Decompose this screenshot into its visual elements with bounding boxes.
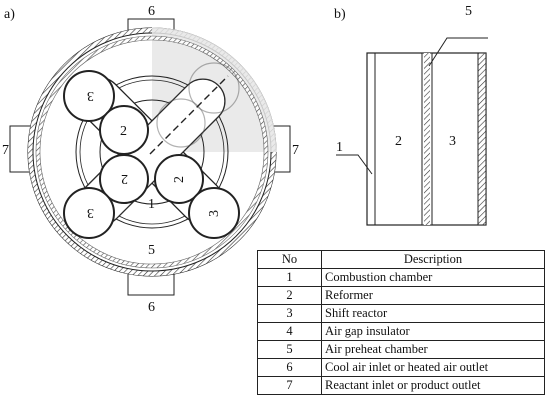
label-b-2: 2	[395, 134, 402, 149]
legend-desc: Reformer	[321, 286, 545, 305]
table-row: 5 Air preheat chamber	[257, 340, 545, 359]
legend-no: 5	[257, 340, 322, 359]
panel-b-label: b)	[334, 7, 346, 22]
table-row: 7 Reactant inlet or product outlet	[257, 376, 545, 395]
label-reformer-nw: 2	[120, 124, 127, 139]
table-row: 6 Cool air inlet or heated air outlet	[257, 358, 545, 377]
combustion-chamber-wall	[99, 99, 205, 205]
shift-reactor-se	[188, 187, 240, 239]
label-shift-nw: 3	[87, 88, 94, 103]
leader-5	[428, 37, 488, 67]
legend-desc: Reactant inlet or product outlet	[321, 376, 545, 395]
panel-a-label: a)	[4, 7, 15, 22]
label-port-bottom: 6	[148, 300, 155, 315]
table-row: 4 Air gap insulator	[257, 322, 545, 341]
section-line	[149, 75, 229, 155]
reformer-se	[154, 154, 204, 204]
reformer-sw	[99, 154, 149, 204]
shift-reactor-sw	[63, 187, 115, 239]
inner-shell-inner	[79, 79, 225, 225]
legend-desc: Cool air inlet or heated air outlet	[321, 358, 545, 377]
legend-desc: Air preheat chamber	[321, 340, 545, 359]
middle-gap-hatch	[424, 53, 430, 225]
legend-no: 1	[257, 268, 322, 287]
legend-desc: Combustion chamber	[321, 268, 545, 287]
table-row: 1 Combustion chamber	[257, 268, 545, 287]
legend-desc: Air gap insulator	[321, 322, 545, 341]
label-port-top: 6	[148, 4, 155, 19]
label-preheat: 5	[148, 243, 155, 258]
legend-table: No Description 1 Combustion chamber 2 Re…	[257, 250, 545, 395]
legend-no: 6	[257, 358, 322, 377]
reformer-ne-ghost	[156, 98, 206, 148]
label-port-left: 7	[2, 143, 9, 158]
label-combustion: 1	[148, 197, 155, 212]
legend-no: 7	[257, 376, 322, 395]
legend-header-no: No	[257, 250, 322, 269]
label-b-5: 5	[465, 4, 472, 19]
air-gap-insulator	[35, 35, 269, 269]
leader-1	[336, 154, 373, 175]
legend-no: 2	[257, 286, 322, 305]
label-shift-se: 3	[207, 210, 222, 217]
label-port-right: 7	[292, 143, 299, 158]
legend-header-row: No Description	[257, 250, 545, 269]
inner-shell-outer	[75, 75, 229, 229]
section-highlight-edge	[151, 27, 277, 153]
legend-no: 3	[257, 304, 322, 323]
table-row: 3 Shift reactor	[257, 304, 545, 323]
legend-desc: Shift reactor	[321, 304, 545, 323]
table-row: 2 Reformer	[257, 286, 545, 305]
label-reformer-se: 2	[172, 176, 187, 183]
legend-no: 4	[257, 322, 322, 341]
shift-reactor-ne-ghost	[188, 62, 240, 114]
label-reformer-sw: 2	[121, 171, 128, 186]
legend-header-description: Description	[321, 250, 545, 269]
shift-reactor-nw	[63, 70, 115, 122]
right-hatched-wall	[477, 52, 487, 226]
label-b-3: 3	[449, 134, 456, 149]
label-shift-sw: 3	[87, 205, 94, 220]
label-b-1: 1	[336, 140, 343, 155]
